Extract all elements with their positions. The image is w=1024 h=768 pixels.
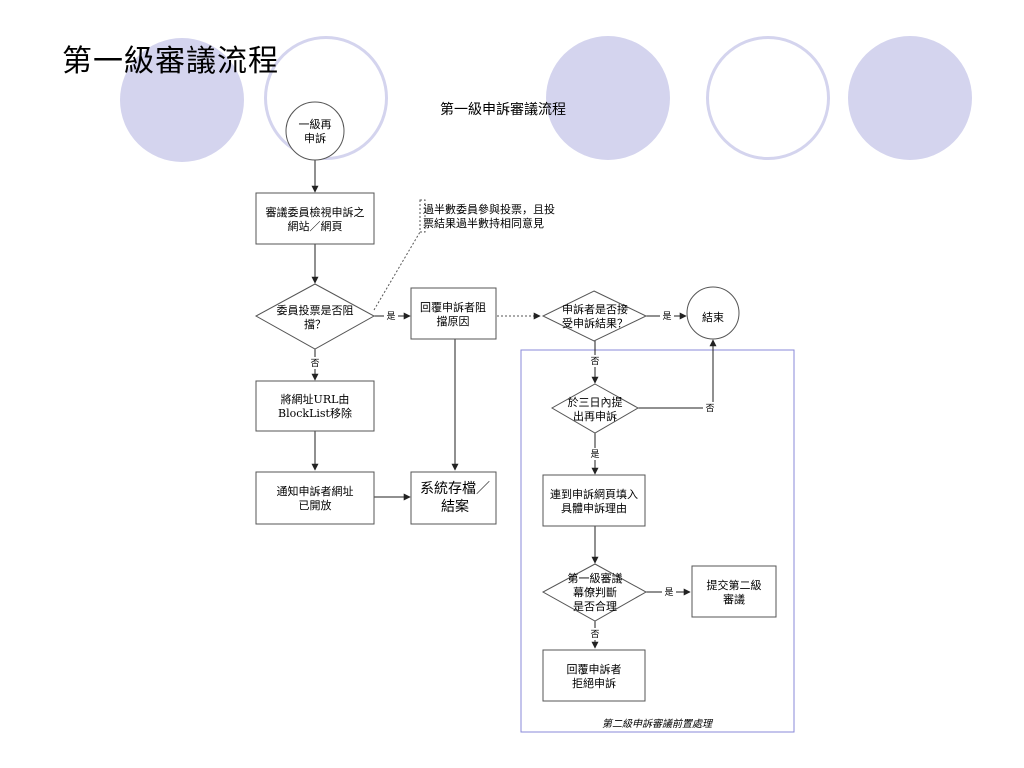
reasonable-decision: [541, 563, 648, 622]
accept-line: 申訴者是否接: [562, 302, 628, 316]
accept-decision: [541, 290, 648, 342]
vote-text: 委員投票是否阻擋？: [277, 303, 354, 331]
reasonable-line: 幕僚判斷: [573, 585, 617, 599]
end-text: 結束: [702, 310, 724, 324]
reply_reason-line: 回覆申訴者阻: [420, 300, 486, 314]
label-accept-yes: 是: [662, 311, 671, 322]
fill-reason-node: [542, 474, 646, 527]
label-reasonable-yes: 是: [664, 587, 673, 598]
reject-node: [542, 649, 646, 702]
label-vote-yes: 是: [386, 311, 395, 322]
start-node: [285, 101, 345, 161]
accept-text: 申訴者是否接受申訴結果？: [562, 302, 628, 330]
notify-line: 通知申訴者網址: [277, 484, 354, 498]
decorative-circle: [848, 36, 972, 160]
reject-line: 拒絕申訴: [572, 676, 616, 690]
archive-text: 系統存檔／結案: [420, 481, 490, 515]
note-text: 過半數委員參與投票，且投票結果過半數持相同意見: [423, 202, 555, 230]
notify-line: 已開放: [299, 498, 332, 512]
reply_reason-line: 擋原因: [437, 314, 470, 328]
review-node: [255, 192, 375, 245]
within3-decision: [550, 383, 640, 434]
flowchart-title: 第一級申訴審議流程: [440, 102, 566, 118]
label-vote-no: 否: [310, 358, 319, 369]
submit-second-node: [691, 565, 777, 618]
archive-line: 結案: [441, 498, 469, 515]
fill_reason-line: 連到申訴網頁填入: [550, 487, 638, 501]
reasonable-text: 第一級審議幕僚判斷是否合理: [568, 571, 623, 613]
remove-line: 將網址URL由: [281, 392, 350, 406]
remove-node: [255, 380, 375, 432]
remove-line: BlockList移除: [278, 406, 352, 420]
decorative-ring: [706, 36, 830, 160]
vote-decision: [254, 283, 376, 350]
within3-line: 出再申訴: [573, 409, 617, 423]
second-level-prep-label: 第二級申訴審議前置處理: [602, 718, 714, 730]
label-within3-no: 否: [705, 403, 714, 414]
label-accept-no: 否: [590, 356, 599, 367]
start-line: 一級再: [299, 118, 332, 131]
note-line: 票結果過半數持相同意見: [423, 216, 544, 230]
notify-text: 通知申訴者網址已開放: [277, 484, 354, 512]
start-text: 一級再申訴: [299, 118, 332, 145]
reply-reason-node: [410, 287, 497, 340]
archive-node: [410, 471, 497, 525]
second-level-prep-frame: [520, 349, 795, 733]
within3-line: 於三日內提: [568, 395, 623, 409]
slide-title: 第一級審議流程: [62, 44, 279, 79]
label-within3-yes: 是: [590, 449, 599, 460]
within3-text: 於三日內提出再申訴: [568, 395, 623, 423]
fill-reason-text: 連到申訴網頁填入具體申訴理由: [550, 487, 638, 515]
vote-line: 擋？: [304, 317, 326, 331]
reasonable-line: 是否合理: [573, 599, 617, 613]
decorative-circle: [120, 38, 244, 162]
label-reasonable-no: 否: [590, 629, 599, 640]
accept-line: 受申訴結果？: [562, 316, 628, 330]
review-line: 審議委員檢視申訴之: [266, 205, 365, 219]
note-leader-line: [373, 231, 421, 311]
decorative-circle: [546, 36, 670, 160]
vote-line: 委員投票是否阻: [277, 303, 354, 317]
note-line: 過半數委員參與投票，且投: [423, 202, 555, 216]
reply-reason-text: 回覆申訴者阻擋原因: [420, 300, 486, 328]
decorative-ring: [264, 36, 388, 160]
start-line: 申訴: [304, 131, 326, 145]
archive-line: 系統存檔／: [420, 481, 490, 497]
notify-node: [255, 471, 375, 525]
note-bracket: [419, 199, 426, 233]
review-text: 審議委員檢視申訴之網站／網頁: [266, 205, 365, 233]
reasonable-line: 第一級審議: [568, 571, 623, 585]
submit2-line: 審議: [723, 592, 745, 606]
submit-second-text: 提交第二級審議: [707, 578, 762, 606]
review-line: 網站／網頁: [288, 219, 343, 233]
end-line: 結束: [702, 310, 724, 324]
end-node: [686, 286, 740, 340]
reject-text: 回覆申訴者拒絕申訴: [567, 662, 622, 690]
submit2-line: 提交第二級: [707, 578, 762, 592]
reject-line: 回覆申訴者: [567, 662, 622, 676]
fill_reason-line: 具體申訴理由: [561, 501, 627, 515]
